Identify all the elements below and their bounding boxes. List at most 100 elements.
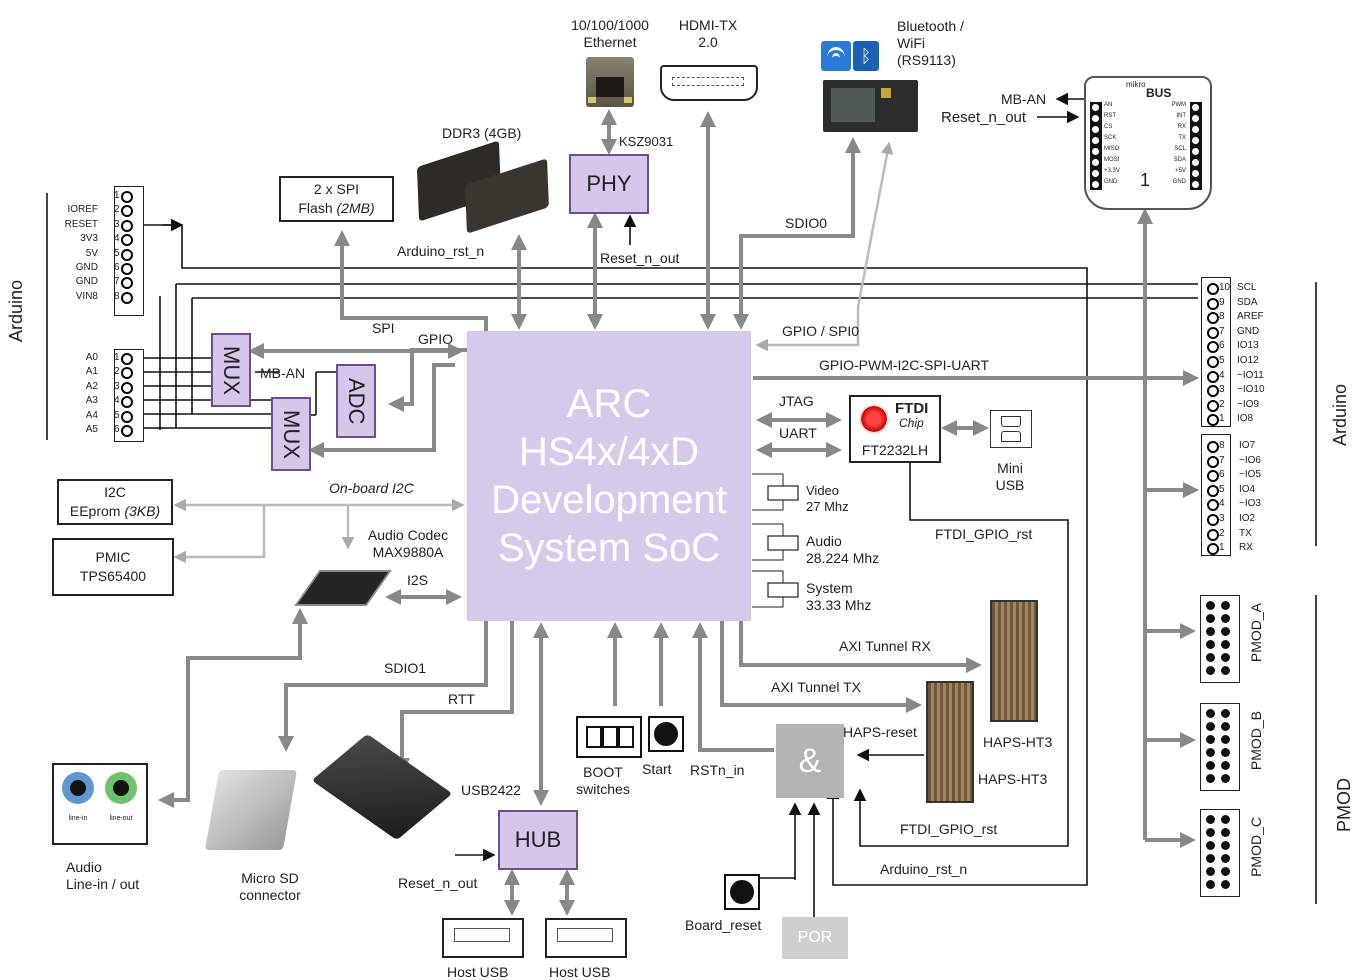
pin-number: 10 — [1219, 282, 1231, 293]
header-pin-icon — [121, 248, 133, 261]
header-pin-icon — [1221, 666, 1230, 675]
eeprom-line: EEprom — [69, 503, 125, 519]
soc-title-line: ARC — [566, 382, 652, 426]
ftdi-logo-icon — [859, 404, 889, 434]
header-pin-icon — [1207, 341, 1219, 354]
pin-number: 1 — [114, 352, 120, 363]
pin-name: IO13 — [1237, 340, 1259, 352]
pmic-line: PMIC — [95, 549, 131, 565]
pin-name: RESET — [64, 218, 98, 230]
hdmi-label-line: 2.0 — [698, 34, 718, 50]
micro-sd-line: connector — [239, 887, 301, 903]
header-pin-icon — [1207, 528, 1219, 541]
pmod-side-label: PMOD — [1334, 778, 1355, 832]
pin-name: ~IO3 — [1239, 498, 1261, 510]
header-pin-icon — [1206, 735, 1215, 744]
header-pin-icon — [1092, 170, 1099, 177]
mini-usb-label-line: Mini — [997, 460, 1023, 476]
pin-name: AREF — [1237, 311, 1264, 323]
header-pin-icon — [1206, 748, 1215, 757]
ethernet-label-line: Ethernet — [583, 34, 637, 50]
mikrobus-pin-label: +5V — [1175, 168, 1186, 174]
mux-label: MUX — [219, 345, 244, 395]
gpio-pwm-label: GPIO-PWM-I2C-SPI-UART — [819, 357, 990, 373]
pmod-label-text: PMOD_C — [1248, 817, 1264, 877]
pin-name: A3 — [85, 395, 98, 407]
host-usb-connector-icon — [545, 918, 627, 958]
gpio-spi0-label: GPIO / SPI0 — [782, 323, 860, 339]
audio-clock-line: 28.224 Mhz — [806, 550, 880, 566]
audio-codec-line: Audio Codec — [367, 527, 449, 543]
hdmi-connector-icon — [660, 65, 758, 101]
pmod-label-text: PMOD_B — [1248, 711, 1264, 771]
pin-number: 2 — [1219, 527, 1225, 539]
pin-name: IO4 — [1239, 483, 1256, 495]
pin-name: ~IO10 — [1237, 384, 1265, 396]
pin-number: 6 — [114, 424, 120, 435]
header-pin-icon — [1221, 614, 1230, 623]
header-pin-icon — [121, 234, 133, 247]
ethernet-label-line: 10/100/1000 — [571, 17, 649, 33]
header-pin-icon — [1221, 653, 1230, 662]
mux-block-bottom: MUX — [271, 397, 311, 471]
header-pin-icon — [1221, 735, 1230, 744]
mux-block-top: MUX — [211, 333, 251, 407]
pmic-line: TPS65400 — [79, 568, 147, 584]
ksz9031-label: KSZ9031 — [619, 134, 674, 149]
pin-number: 2 — [114, 204, 120, 216]
eeprom-size: (3KB) — [124, 503, 161, 519]
micro-sd-connector-icon — [204, 770, 298, 850]
header-pin-icon — [1192, 170, 1199, 177]
pin-number: 6 — [114, 262, 120, 273]
sdio0-label: SDIO0 — [785, 215, 828, 231]
pmod-label-text: PMOD_A — [1248, 603, 1264, 663]
and-gate: & — [776, 724, 844, 798]
header-pin-icon — [1221, 748, 1230, 757]
video-clock-line: Video — [806, 483, 840, 498]
arduino-rst-label-bottom: Arduino_rst_n — [880, 861, 968, 877]
mikrobus-pin-label: INT — [1176, 113, 1186, 119]
header-pin-icon — [1221, 761, 1230, 770]
header-pin-icon — [121, 219, 133, 232]
header-pin-icon — [121, 205, 133, 218]
header-pin-icon — [1207, 455, 1219, 468]
header-pin-icon — [121, 291, 133, 304]
hub-label: HUB — [514, 827, 562, 852]
mikrobus-right-header — [1190, 102, 1202, 190]
ftdi-gpio-rst-label-bottom: FTDI_GPIO_rst — [900, 821, 998, 837]
pin-name: GND — [1237, 325, 1260, 337]
bluetooth-label-line: (RS9113) — [897, 52, 956, 68]
sdio1-label: SDIO1 — [384, 660, 427, 676]
i2s-label: I2S — [407, 572, 429, 588]
header-pin-icon — [1207, 499, 1219, 512]
header-pin-icon — [121, 425, 133, 437]
header-pin-icon — [1092, 181, 1099, 188]
ftdi-chip-label: FT2232LH — [861, 442, 929, 458]
hub-reset-n-out-label: Reset_n_out — [398, 875, 478, 891]
header-pin-icon — [1206, 880, 1215, 889]
header-pin-icon — [1206, 627, 1215, 636]
soc-title-line: System SoC — [497, 526, 721, 570]
pin-number: 5 — [114, 409, 120, 421]
header-pin-icon — [1206, 761, 1215, 770]
pin-name: GND — [75, 276, 98, 288]
mikrobus-pin-label: GND — [1172, 179, 1186, 185]
mikrobus-brand: BUS — [1146, 86, 1172, 100]
host-usb-connector-icon — [442, 918, 524, 958]
pin-name: VIN8 — [75, 290, 98, 302]
mikrobus-pin-label: CS — [1104, 124, 1113, 130]
header-pin-icon — [1221, 601, 1230, 610]
haps-ht3-connector-icon — [926, 681, 974, 803]
header-pin-icon — [1207, 470, 1219, 483]
pin-number: 5 — [1219, 355, 1225, 366]
header-pin-icon — [1221, 627, 1230, 636]
bluetooth-icon: ᛒ — [853, 41, 879, 71]
pin-number: 4 — [114, 395, 120, 407]
arduino-rst-label: Arduino_rst_n — [397, 243, 485, 259]
